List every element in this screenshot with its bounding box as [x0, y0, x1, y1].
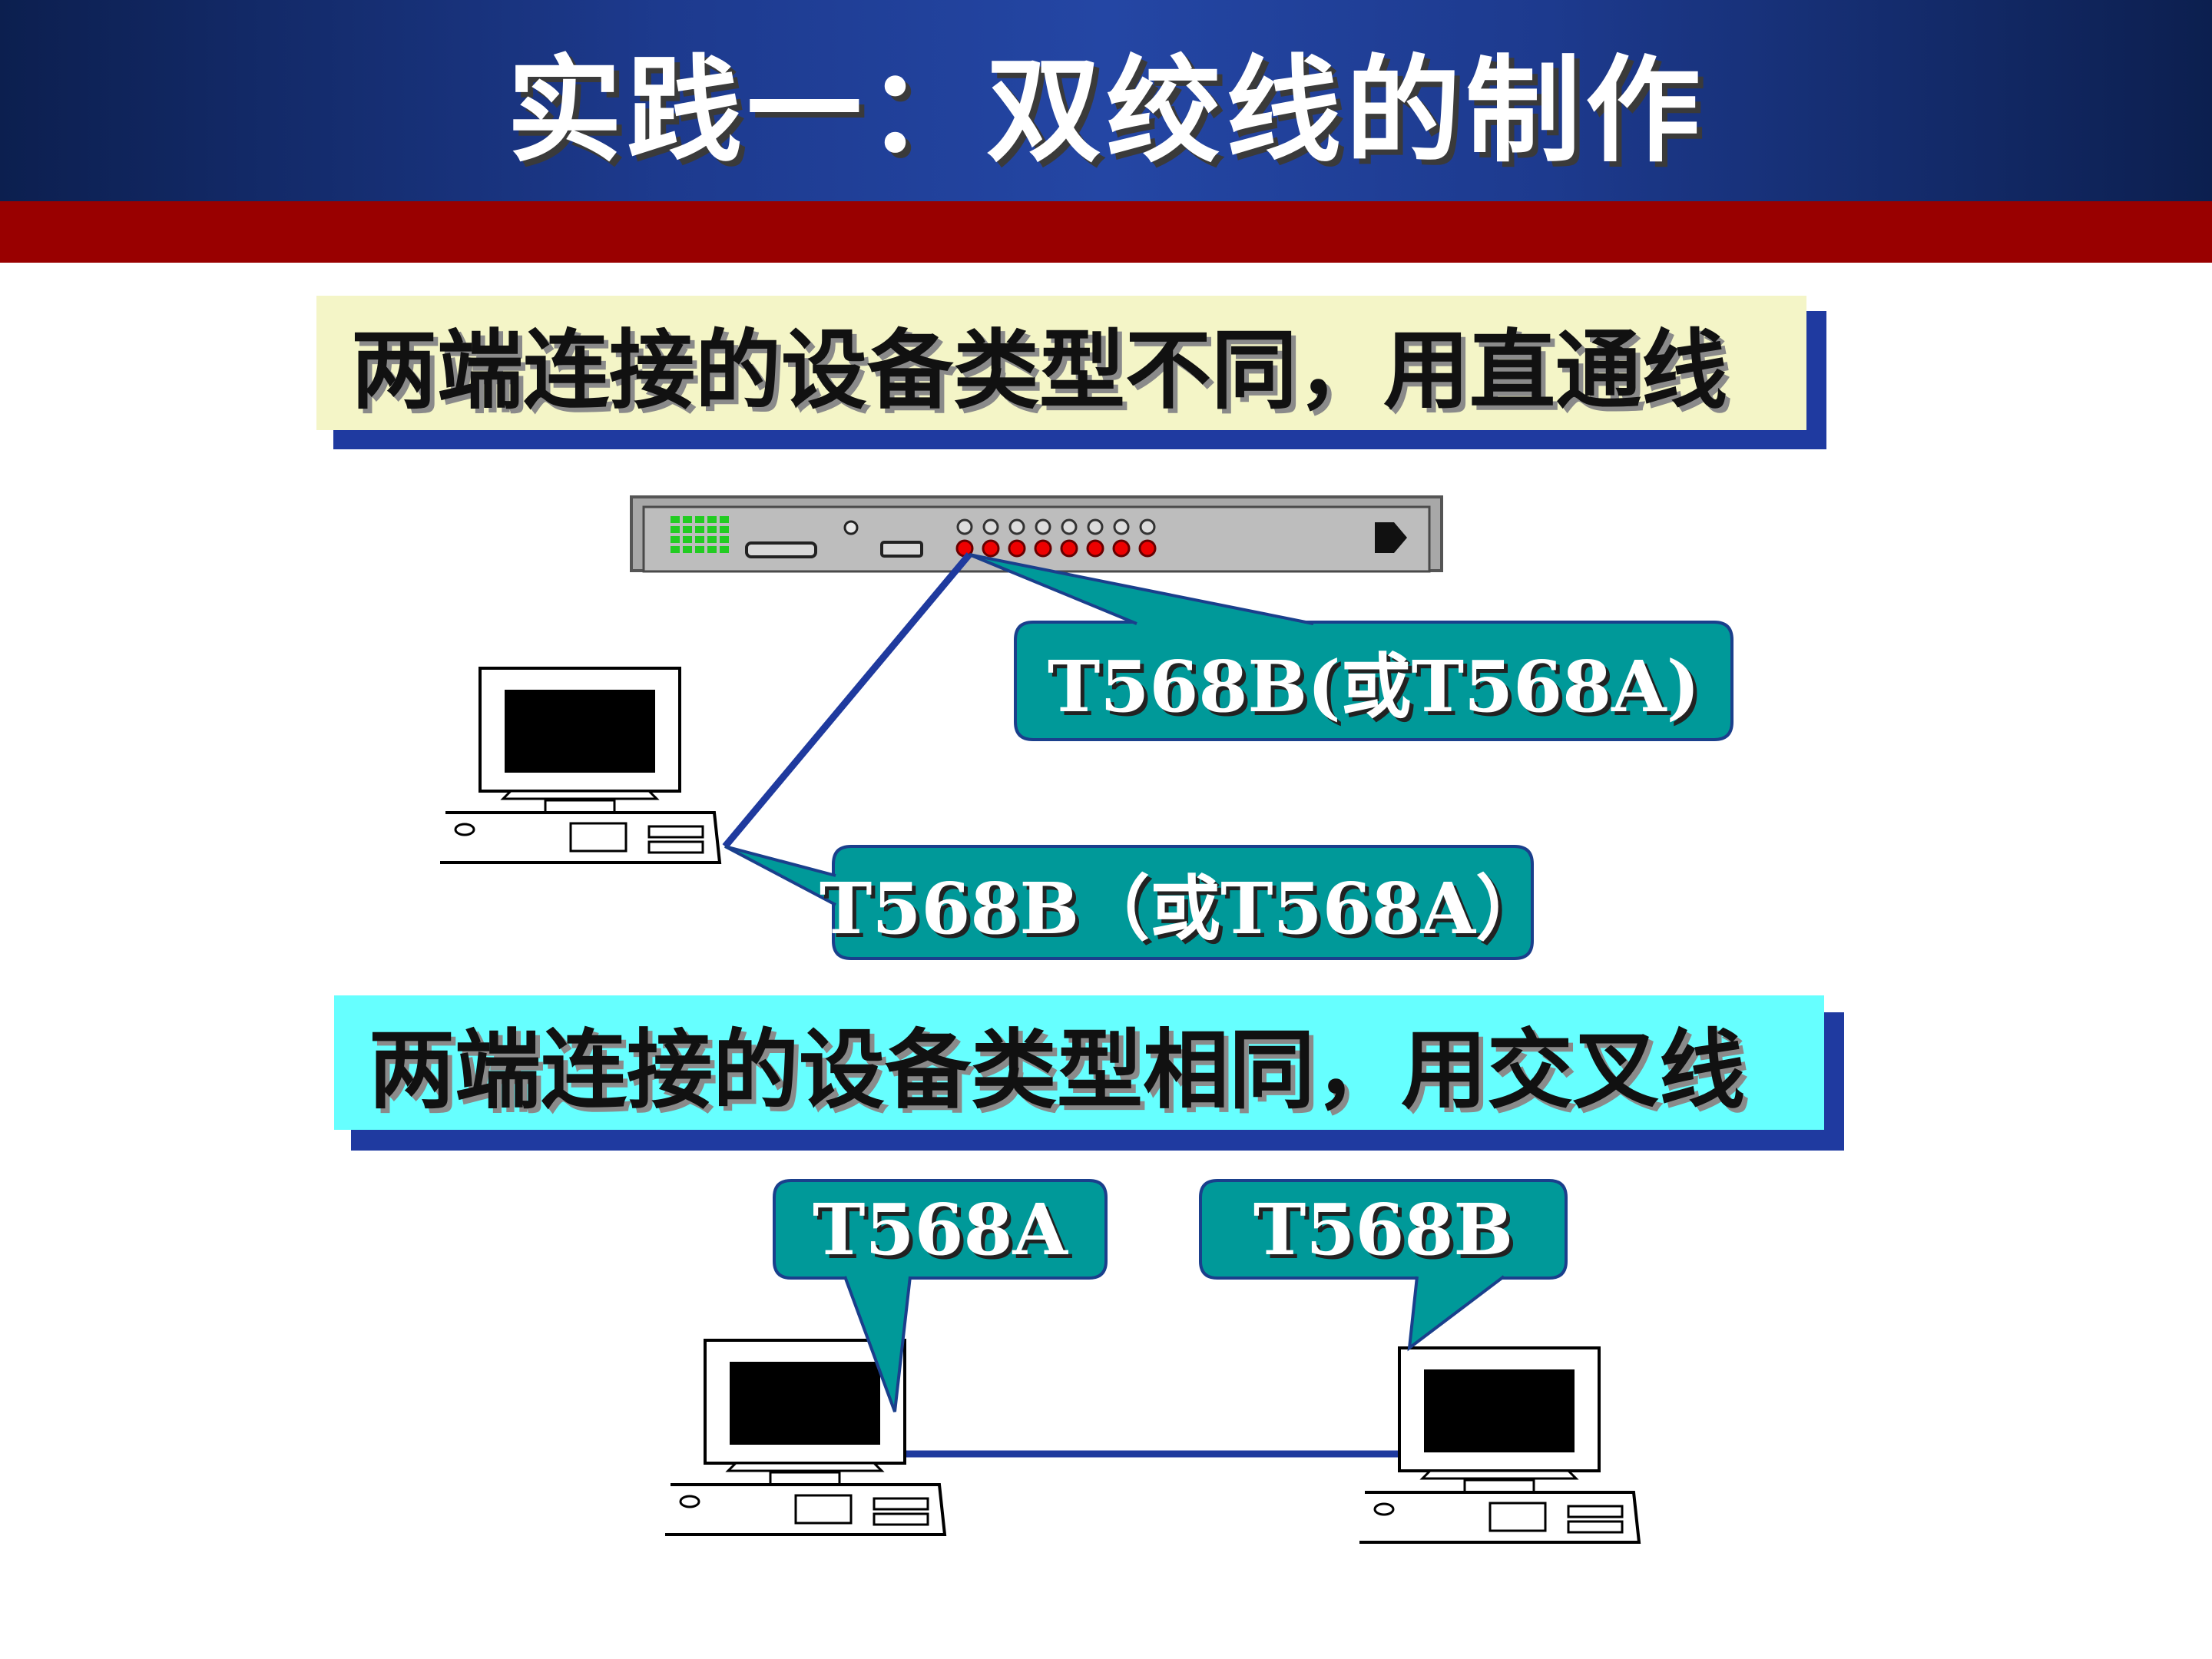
desktop-computer-icon [664, 1339, 946, 1536]
callout-left-pc-tail [845, 1275, 910, 1412]
desktop-computer-icon [439, 667, 721, 864]
straight-through-banner: 两端连接的设备类型不同，用直通线 [316, 296, 1806, 430]
crossover-banner: 两端连接的设备类型相同，用交叉线 [334, 995, 1824, 1130]
network-switch-icon [630, 495, 1443, 573]
callout-right-pc [1199, 1179, 1568, 1280]
callout-right-pc-label: T568B [1253, 1187, 1514, 1271]
callout-switch-end [1014, 621, 1734, 741]
callout-pc-end [832, 845, 1534, 960]
callout-switch-end-label: T568B(或T568A) [1047, 645, 1700, 728]
desktop-computer-icon [1358, 1346, 1641, 1544]
callout-left-pc [773, 1179, 1108, 1280]
title-bar [0, 0, 2212, 201]
red-divider-band [0, 201, 2212, 263]
slide-title: 实践一：双绞线的制作 [506, 44, 1705, 178]
callout-left-pc-label: T568A [813, 1187, 1068, 1271]
callout-pc-end-label: T568B（或T568A） [819, 866, 1547, 950]
straight-through-cable [722, 552, 972, 849]
